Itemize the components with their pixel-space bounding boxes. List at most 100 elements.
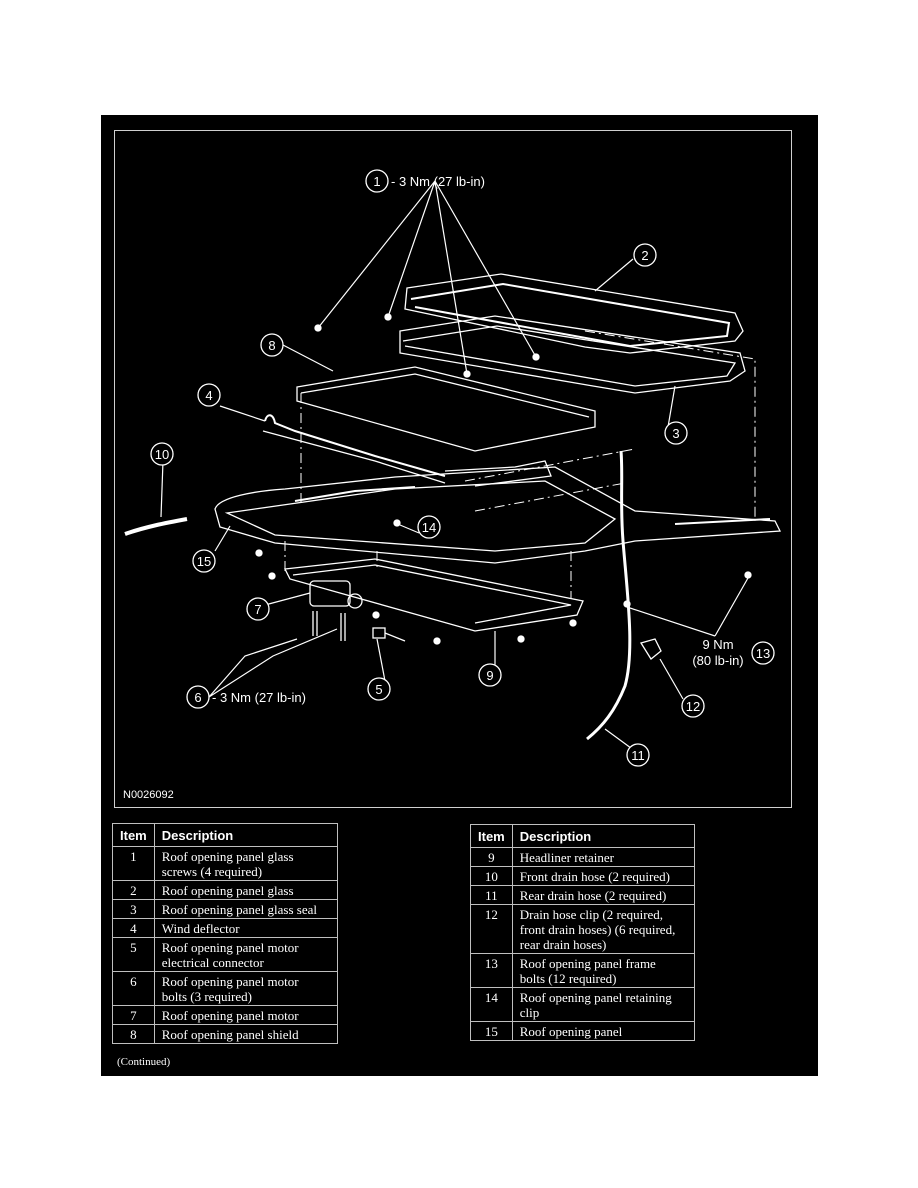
description-line: Roof opening panel glass (161, 849, 294, 864)
drain-hose-clip (639, 638, 662, 660)
item-description: Roof opening panel glass (153, 880, 339, 900)
wind-deflector (264, 414, 446, 477)
description-line: bolts (3 required) (161, 989, 252, 1004)
table-row: 7 Roof opening panel motor (112, 1005, 339, 1025)
glass-seal (399, 315, 746, 394)
description-line: Roof opening panel motor (161, 974, 299, 989)
panel-shield (296, 366, 596, 452)
callout-12: 12 (686, 699, 700, 714)
item-number: 15 (470, 1021, 513, 1041)
legend-header-item: Item (470, 824, 513, 848)
item-number: 7 (112, 1005, 155, 1025)
table-row: 4 Wind deflector (112, 918, 339, 938)
torque-spec-13-imperial: (80 lb-in) (692, 653, 743, 668)
legend-header-description: Description (511, 824, 696, 848)
item-number: 6 (112, 971, 155, 1006)
table-row: 10 Front drain hose (2 required) (470, 866, 696, 886)
description-line: Roof opening panel frame (519, 956, 656, 971)
item-number: 14 (470, 987, 513, 1022)
roof-glass-inner (410, 282, 731, 348)
callout-9: 9 (486, 668, 493, 683)
callout-1: 1 (373, 174, 380, 189)
callout-14: 14 (422, 520, 436, 535)
diagram-drawing: 1 2 3 4 5 6 7 8 9 10 11 12 13 14 15 - 3 … (124, 169, 782, 767)
continued-note: (Continued) (117, 1056, 171, 1068)
exploded-view-diagram: 1 2 3 4 5 6 7 8 9 10 11 12 13 14 15 - 3 … (114, 130, 792, 808)
headliner-retainer (284, 558, 584, 632)
torque-spec-13-value: 9 Nm (702, 637, 733, 652)
item-description: Roof opening panel motor (153, 1005, 339, 1025)
description-line: bolts (12 required) (519, 971, 617, 986)
description-line: Roof opening panel (519, 1024, 623, 1039)
motor-body (309, 580, 351, 607)
item-number: 8 (112, 1024, 155, 1044)
description-line: Roof opening panel retaining (519, 990, 672, 1005)
motor-connector (372, 627, 386, 639)
description-line: Drain hose clip (2 required, (519, 907, 664, 922)
callout-10: 10 (155, 447, 169, 462)
torque-spec-1: - 3 Nm (27 lb-in) (391, 174, 485, 189)
item-description: Rear drain hose (2 required) (511, 885, 696, 905)
item-number: 9 (470, 847, 513, 867)
description-line: Roof opening panel motor (161, 940, 299, 955)
description-line: screws (4 required) (161, 864, 263, 879)
item-number: 11 (470, 885, 513, 905)
item-description: Wind deflector (153, 918, 339, 938)
item-description: Roof opening panel (511, 1021, 696, 1041)
torque-spec-6: - 3 Nm (27 lb-in) (212, 690, 306, 705)
description-line: front drain hoses) (6 required, (519, 922, 676, 937)
item-number: 1 (112, 846, 155, 881)
description-line: Roof opening panel glass (161, 883, 294, 898)
item-number: 5 (112, 937, 155, 972)
item-number: 10 (470, 866, 513, 886)
callout-11: 11 (631, 748, 645, 763)
description-line: electrical connector (161, 955, 264, 970)
callout-15: 15 (197, 554, 211, 569)
item-number: 2 (112, 880, 155, 900)
description-line: Wind deflector (161, 921, 240, 936)
item-number: 4 (112, 918, 155, 938)
item-number: 3 (112, 899, 155, 919)
panel-frame (214, 466, 782, 564)
table-row: 3 Roof opening panel glass seal (112, 899, 339, 919)
callout-2: 2 (641, 248, 648, 263)
item-number: 12 (470, 904, 513, 954)
description-line: Rear drain hose (2 required) (519, 888, 667, 903)
front-drain-hose (124, 517, 188, 536)
description-line: Roof opening panel motor (161, 1008, 299, 1023)
description-line: Roof opening panel glass seal (161, 902, 317, 917)
callout-3: 3 (672, 426, 679, 441)
callout-6: 6 (194, 690, 201, 705)
roof-glass (404, 273, 744, 354)
callout-5: 5 (375, 682, 382, 697)
legend-header-item: Item (112, 823, 155, 847)
callout-8: 8 (268, 338, 275, 353)
table-row: 11 Rear drain hose (2 required) (470, 885, 696, 905)
item-description: Drain hose clip (2 required,front drain … (511, 904, 696, 954)
rear-drain-hose (586, 450, 632, 741)
item-description: Roof opening panel shield (153, 1024, 339, 1044)
description-line: clip (519, 1005, 540, 1020)
legend-header-description: Description (153, 823, 339, 847)
item-description: Roof opening panel glass seal (153, 899, 339, 919)
description-line: Front drain hose (2 required) (519, 869, 670, 884)
callout-4: 4 (205, 388, 212, 403)
